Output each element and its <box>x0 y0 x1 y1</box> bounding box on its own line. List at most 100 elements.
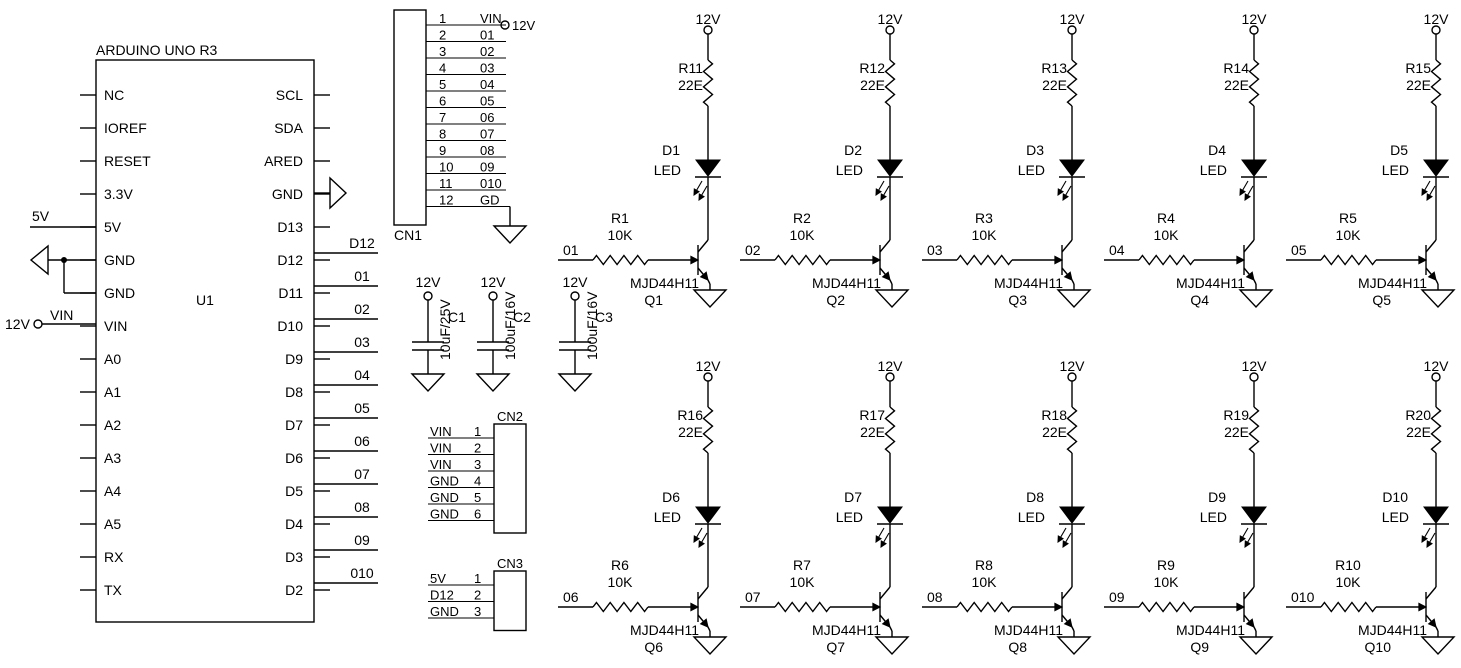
cn1-pin-label: 06 <box>480 110 494 125</box>
ground-symbol <box>557 373 593 393</box>
cn1-pin-label: 04 <box>480 77 494 92</box>
led-symbol <box>1241 506 1267 524</box>
npn-transistor-symbol <box>1425 239 1439 290</box>
uno-net-label: 07 <box>354 466 370 482</box>
npn-transistor-symbol <box>1425 586 1439 637</box>
uno-right-pin-label: D8 <box>285 384 303 400</box>
uno-net-label: 08 <box>354 499 370 515</box>
npn-transistor-symbol <box>1243 586 1257 637</box>
led-emission-arrows <box>1421 180 1436 201</box>
channel-supply-label: 12V <box>1242 11 1268 27</box>
resistor-symbol <box>1248 406 1260 454</box>
channel-supply-label: 12V <box>1060 11 1086 27</box>
cn1-pin-number: 2 <box>439 28 446 43</box>
base-resistor-value: 10K <box>790 574 816 590</box>
cn2-pin-label: VIN <box>430 424 452 439</box>
cn3-body <box>493 570 527 632</box>
uno-body <box>95 59 315 623</box>
uno-right-pin-label: D4 <box>285 516 303 532</box>
cn2-pin-number: 5 <box>474 490 481 505</box>
cap-value: 10uF/25V <box>437 299 453 360</box>
channel-net-label: 09 <box>1109 589 1125 605</box>
led-value: LED <box>1200 509 1227 525</box>
resistor-symbol <box>956 254 1013 266</box>
uno-net-label: 04 <box>354 367 370 383</box>
cn2-pin-label: GND <box>430 490 459 505</box>
uno-net-label: 03 <box>354 334 370 350</box>
resistor-value: 22E <box>678 424 703 440</box>
cn1-pin-label: 09 <box>480 160 494 175</box>
channel-net-label: 03 <box>927 242 943 258</box>
cn1-pin-label: VIN <box>480 11 502 26</box>
ground-symbol <box>1420 636 1456 656</box>
resistor-ref: R12 <box>859 60 885 76</box>
resistor-symbol <box>884 59 896 107</box>
led-emission-arrows <box>1057 527 1072 548</box>
cn2-ref: CN2 <box>497 409 523 424</box>
channel-supply-label: 12V <box>696 358 722 374</box>
cn1-pin-label: GD <box>480 193 500 208</box>
uno-net-label: 09 <box>354 532 370 548</box>
cn1-pin-label: 07 <box>480 127 494 142</box>
cn1-pin-label: 02 <box>480 44 494 59</box>
cn1-pin-number: 4 <box>439 61 446 76</box>
channel-net-label: 07 <box>745 589 761 605</box>
base-resistor-ref: R4 <box>1157 210 1175 226</box>
channel-net-label: 06 <box>563 589 579 605</box>
uno-ref: U1 <box>196 292 214 308</box>
cn1-pin-number: 8 <box>439 127 446 142</box>
ground-symbol <box>410 373 446 393</box>
base-resistor-ref: R9 <box>1157 557 1175 573</box>
cn2-pin-number: 4 <box>474 474 481 489</box>
resistor-symbol <box>592 254 649 266</box>
cn2-pin-number: 2 <box>474 441 481 456</box>
resistor-symbol <box>774 254 831 266</box>
uno-left-pin-label: RX <box>104 549 124 565</box>
cn3-pin-label: GND <box>430 604 459 619</box>
led-ref: D6 <box>662 489 680 505</box>
uno-right-pin-label: D3 <box>285 549 303 565</box>
channel-net-label: 08 <box>927 589 943 605</box>
net-vin-label: VIN <box>50 307 73 323</box>
uno-right-pin-label: ARED <box>264 153 303 169</box>
ground-symbol <box>1056 289 1092 309</box>
uno-right-pin-label: D13 <box>277 219 303 235</box>
uno-gnd-tie <box>29 244 96 294</box>
resistor-ref: R13 <box>1041 60 1067 76</box>
npn-transistor-symbol <box>879 586 893 637</box>
transistor-part: MJD44H11 <box>1176 275 1245 291</box>
npn-transistor-symbol <box>1061 239 1075 290</box>
led-emission-arrows <box>693 180 708 201</box>
led-value: LED <box>1382 509 1409 525</box>
led-emission-arrows <box>1057 180 1072 201</box>
transistor-ref: Q3 <box>1008 292 1027 308</box>
cn1-body <box>393 9 427 226</box>
channel-supply-label: 12V <box>878 358 904 374</box>
resistor-ref: R11 <box>678 60 703 76</box>
cn1-pin-label: 010 <box>480 176 502 191</box>
uno-right-pin-label: D7 <box>285 417 303 433</box>
npn-transistor-symbol <box>879 239 893 290</box>
cn3-pin-label: 5V <box>430 571 446 586</box>
transistor-ref: Q2 <box>826 292 845 308</box>
led-emission-arrows <box>875 180 890 201</box>
resistor-symbol <box>956 601 1013 613</box>
cn1-ref: CN1 <box>394 227 422 243</box>
cn1-pin-number: 9 <box>439 143 446 158</box>
uno-net-label: D12 <box>349 235 375 251</box>
channel-supply-label: 12V <box>1424 358 1450 374</box>
resistor-symbol <box>774 601 831 613</box>
led-value: LED <box>1382 162 1409 178</box>
base-resistor-value: 10K <box>608 227 634 243</box>
cn1-pin-number: 12 <box>439 193 453 208</box>
ground-symbol <box>1420 289 1456 309</box>
cn1-pin-number: 11 <box>439 176 453 191</box>
uno-net-label: 06 <box>354 433 370 449</box>
